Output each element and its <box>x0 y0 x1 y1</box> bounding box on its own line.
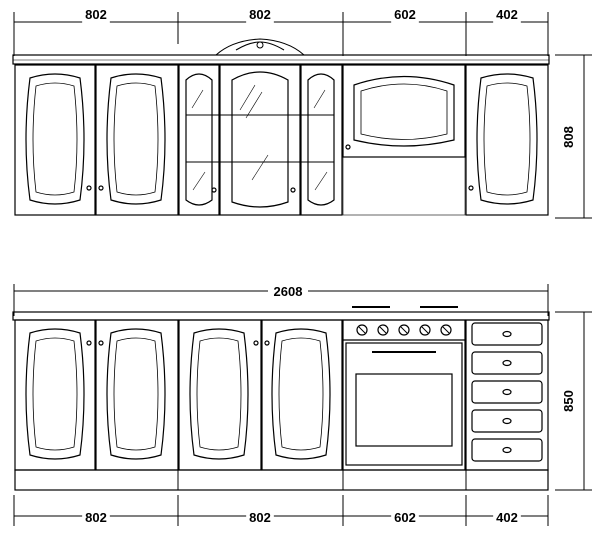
upper-section-1 <box>14 64 179 216</box>
lower-width-label-2: 802 <box>249 510 271 525</box>
lower-height-label: 850 <box>561 390 576 412</box>
lower-width-label-3: 602 <box>394 510 416 525</box>
upper-cornice <box>12 54 550 65</box>
lower-height-dimension <box>555 311 592 491</box>
upper-height-label: 808 <box>561 126 576 148</box>
upper-height-dimension <box>555 54 592 219</box>
upper-width-label-4: 402 <box>496 7 518 22</box>
upper-section-3 <box>342 64 466 216</box>
lower-section-4-drawers <box>465 319 549 471</box>
upper-width-label-3: 602 <box>394 7 416 22</box>
upper-width-label-1: 802 <box>85 7 107 22</box>
upper-crest <box>215 38 305 56</box>
lower-section-2 <box>178 319 343 471</box>
lower-section-3-cooker <box>342 306 466 471</box>
lower-cabinets <box>12 284 592 526</box>
lower-width-label-1: 802 <box>85 510 107 525</box>
upper-section-4 <box>465 64 549 216</box>
upper-width-label-2: 802 <box>249 7 271 22</box>
lower-section-1 <box>14 319 179 471</box>
plinth <box>14 469 549 491</box>
lower-width-label-4: 402 <box>496 510 518 525</box>
lower-total-width-label: 2608 <box>274 284 303 299</box>
countertop <box>12 311 550 321</box>
upper-section-2 <box>178 64 343 216</box>
upper-cabinets <box>12 12 592 219</box>
